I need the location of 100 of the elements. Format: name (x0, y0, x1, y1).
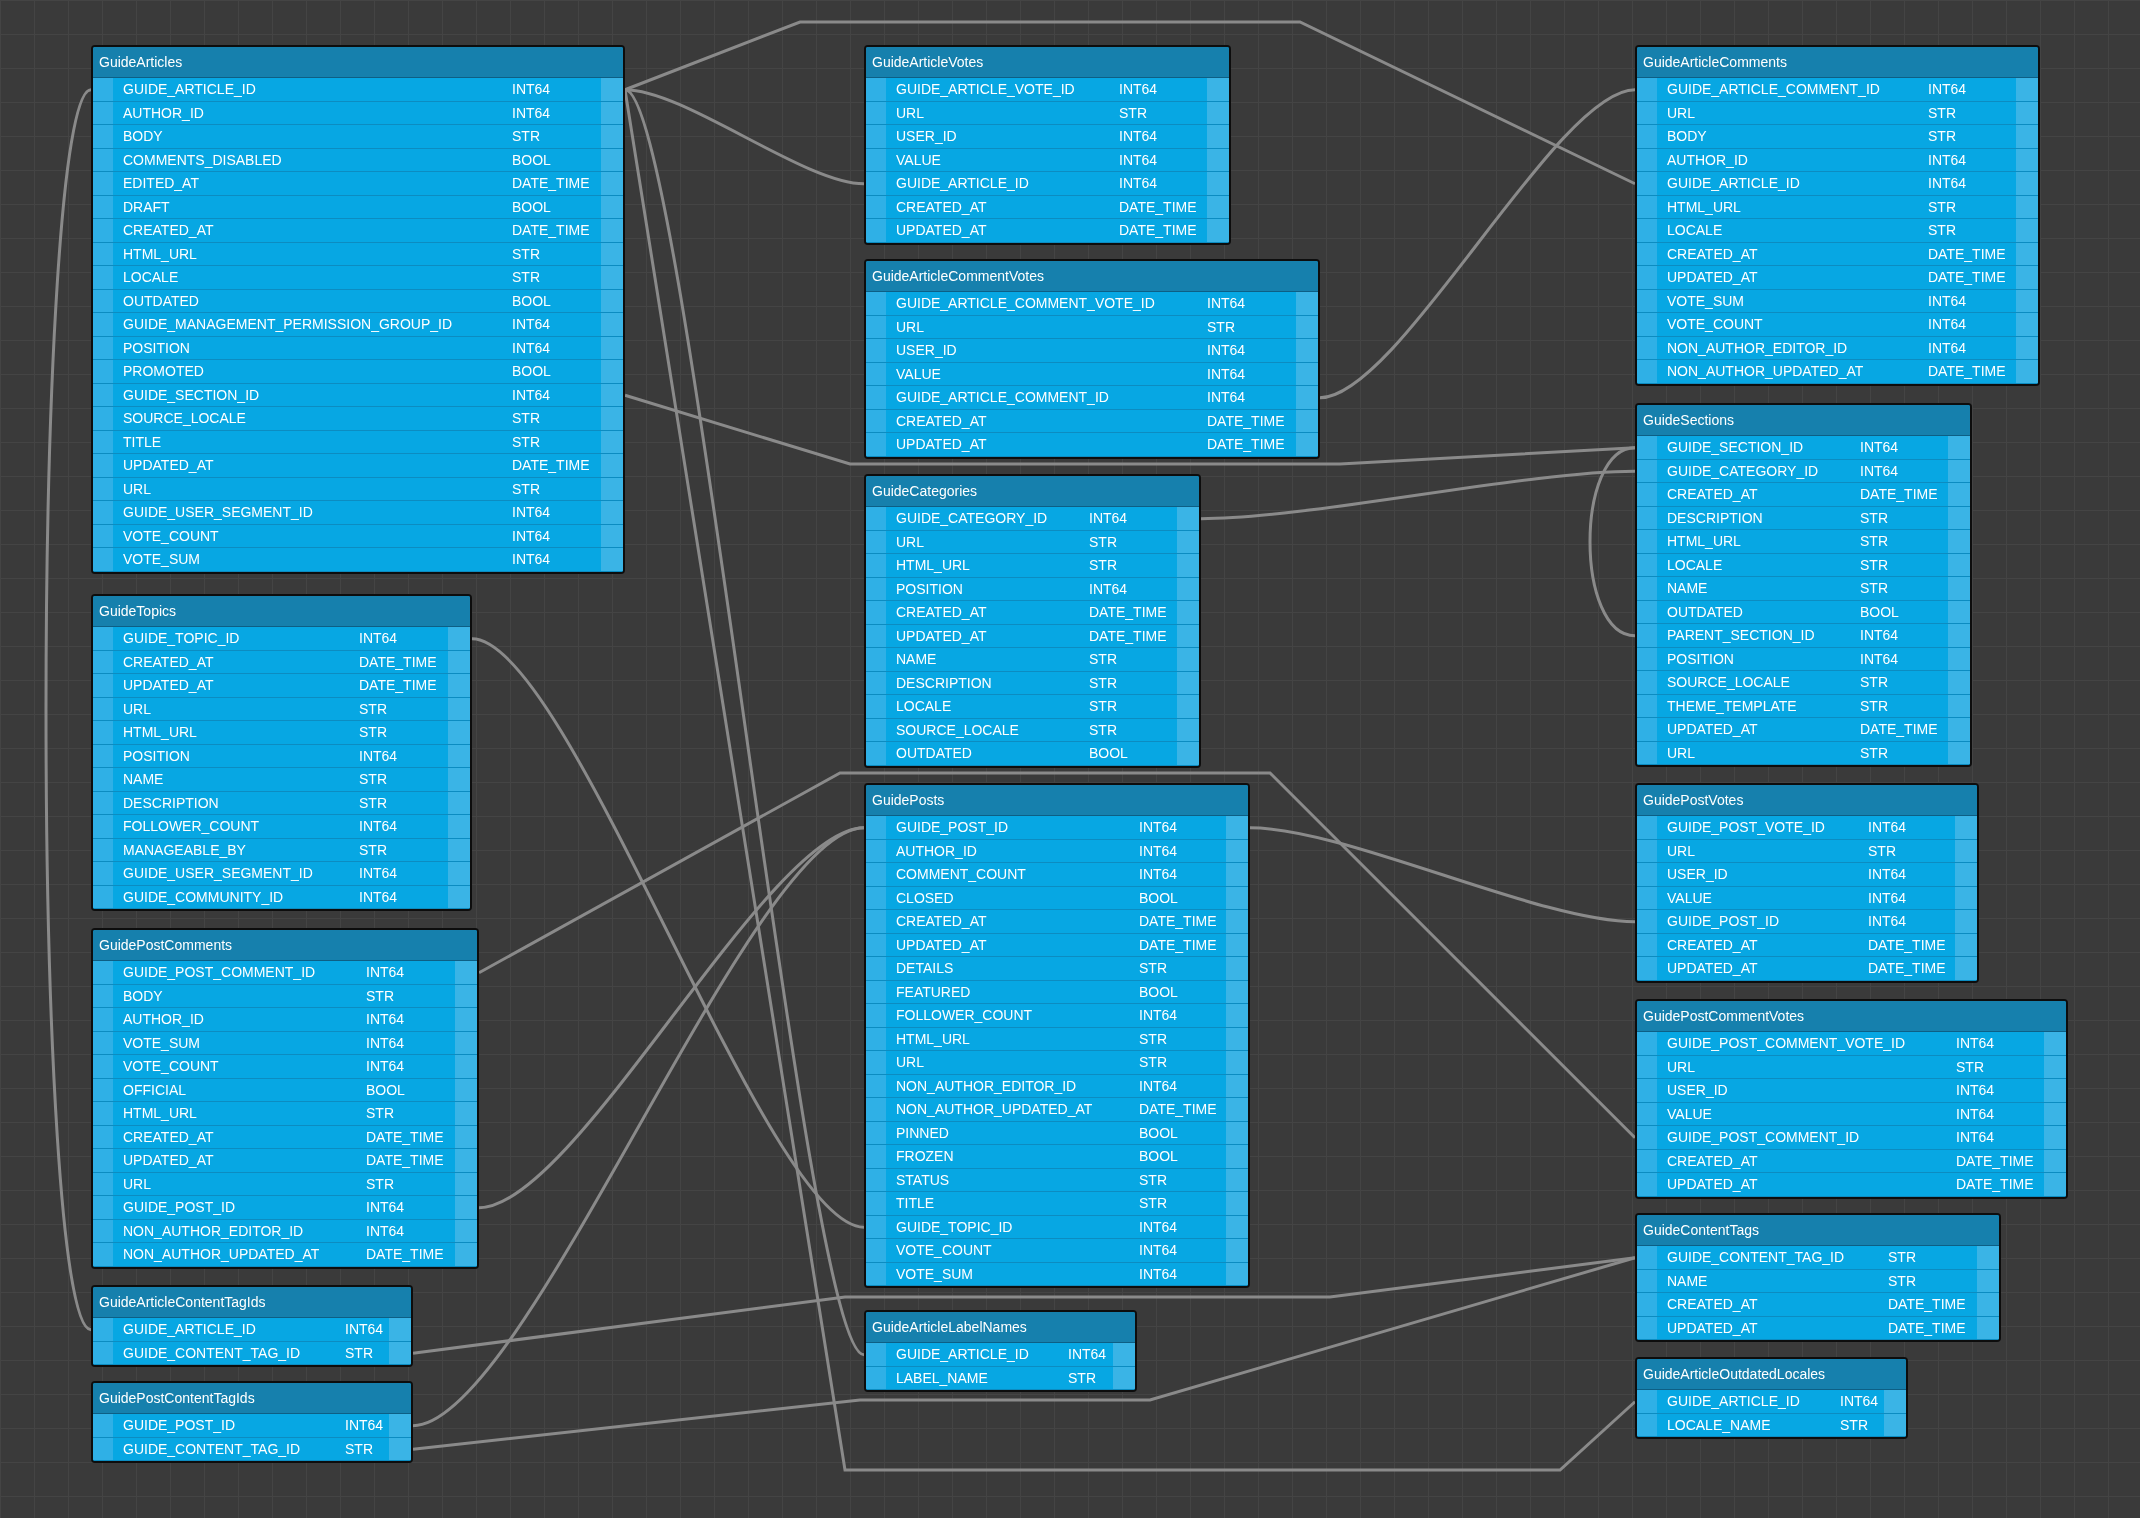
table-row (866, 816, 1248, 840)
table-row (93, 1149, 477, 1173)
column-type: DATE_TIME (366, 1127, 444, 1147)
column-type: STR (1139, 1053, 1167, 1072)
column-type: STR (1089, 697, 1117, 716)
column-type: STR (1139, 1170, 1167, 1190)
table-row (1637, 483, 1970, 507)
column-type: INT64 (359, 864, 398, 883)
column-name: CREATED_AT (123, 1127, 214, 1147)
column-name: URL (123, 479, 151, 499)
column-type: STR (359, 793, 387, 813)
table-row (866, 980, 1248, 1004)
table-row (1637, 313, 2038, 337)
column-type: STR (359, 840, 387, 860)
table-row (866, 507, 1199, 531)
column-name: USER_ID (896, 341, 957, 360)
table-row (1637, 78, 2038, 102)
column-type: STR (1860, 579, 1888, 598)
column-type: INT64 (359, 887, 398, 907)
table-row (866, 933, 1248, 957)
column-type: DATE_TIME (512, 174, 590, 193)
column-type: INT64 (1928, 338, 1967, 358)
column-type: INT64 (345, 1320, 384, 1339)
table-row (93, 1172, 477, 1196)
column-type: INT64 (1860, 626, 1899, 645)
table-title: GuideArticleContentTagIds (93, 1287, 411, 1318)
table-title: GuideContentTags (1637, 1215, 1999, 1246)
column-type: INT64 (366, 1010, 405, 1029)
column-type: DATE_TIME (1207, 411, 1285, 431)
column-name: DRAFT (123, 197, 170, 217)
table-row (1637, 360, 2038, 384)
column-name: CREATED_AT (1667, 1151, 1758, 1171)
table-title: GuideArticleComments (1637, 47, 2038, 78)
column-type: DATE_TIME (1868, 959, 1946, 978)
column-name: URL (123, 699, 151, 719)
table-card (91, 928, 479, 1269)
column-type: BOOL (366, 1080, 405, 1100)
column-type: STR (1860, 555, 1888, 575)
column-name: STATUS (896, 1170, 950, 1190)
table-row (93, 885, 470, 909)
column-name: UPDATED_AT (1667, 720, 1758, 739)
column-type: STR (366, 1104, 394, 1123)
column-type: STR (1888, 1248, 1916, 1267)
relationship-line (1588, 446, 1636, 638)
column-name: UPDATED_AT (123, 456, 214, 475)
column-name: POSITION (123, 746, 190, 766)
table-row (866, 1074, 1248, 1098)
column-name: GUIDE_USER_SEGMENT_ID (123, 864, 313, 883)
table-row (93, 477, 623, 501)
column-name: DESCRIPTION (123, 793, 219, 813)
column-type: INT64 (512, 550, 551, 569)
table-row (866, 1004, 1248, 1028)
column-type: INT64 (1119, 174, 1158, 193)
column-type: INT64 (1207, 364, 1246, 384)
column-name: HTML_URL (896, 556, 970, 575)
table-row (93, 407, 623, 431)
column-name: NON_AUTHOR_UPDATED_AT (1667, 362, 1864, 381)
column-type: INT64 (1139, 1241, 1178, 1260)
table-card (864, 783, 1250, 1288)
table-card (864, 474, 1201, 768)
column-type: STR (1860, 673, 1888, 692)
column-type: INT64 (366, 963, 405, 982)
table-row (866, 386, 1318, 410)
column-name: LOCALE (896, 697, 952, 716)
table-row (93, 744, 470, 768)
column-name: DESCRIPTION (896, 673, 992, 693)
table-row (866, 718, 1199, 742)
column-name: NAME (123, 770, 164, 789)
table-row (93, 501, 623, 525)
column-type: INT64 (1139, 841, 1178, 861)
column-name: POSITION (123, 338, 190, 358)
column-type: DATE_TIME (512, 221, 590, 240)
column-name: CREATED_AT (896, 912, 987, 931)
column-type: STR (1089, 720, 1117, 740)
column-name: HTML_URL (1667, 197, 1741, 217)
column-name: GUIDE_POST_ID (123, 1416, 236, 1435)
column-name: VOTE_COUNT (123, 1057, 219, 1076)
column-name: AUTHOR_ID (123, 103, 204, 123)
column-name: CLOSED (896, 888, 954, 908)
table-title: GuideSections (1637, 405, 1970, 436)
column-type: STR (1928, 221, 1956, 240)
column-type: DATE_TIME (1139, 1100, 1217, 1119)
column-type: STR (1860, 532, 1888, 551)
column-name: AUTHOR_ID (896, 841, 977, 861)
column-name: VOTE_SUM (123, 1033, 200, 1053)
column-name: GUIDE_POST_COMMENT_ID (1667, 1128, 1860, 1147)
column-type: DATE_TIME (1119, 221, 1197, 240)
column-type: STR (512, 127, 540, 146)
table-row (1637, 553, 1970, 577)
column-name: GUIDE_POST_COMMENT_ID (123, 963, 316, 982)
column-type: INT64 (1860, 438, 1899, 457)
column-name: AUTHOR_ID (123, 1010, 204, 1029)
column-name: URL (1667, 103, 1695, 123)
column-type: INT64 (1956, 1034, 1995, 1053)
table-row (866, 1215, 1248, 1239)
column-type: STR (1089, 532, 1117, 552)
table-row (93, 1031, 477, 1055)
column-type: STR (512, 244, 540, 264)
column-name: GUIDE_CATEGORY_ID (1667, 461, 1819, 481)
column-type: STR (512, 409, 540, 428)
